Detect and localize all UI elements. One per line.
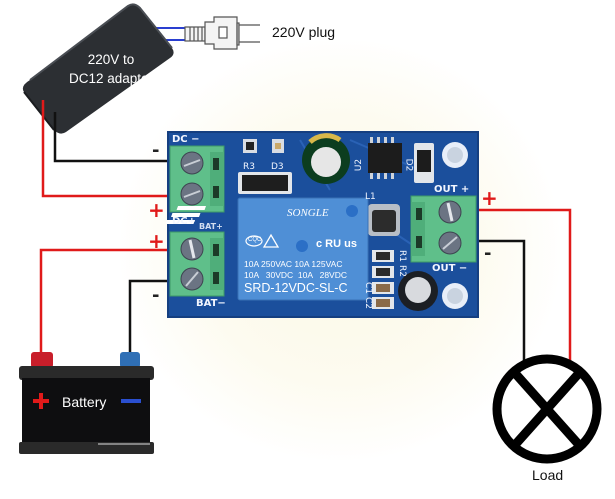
silk-c2: C2 [363,296,374,310]
silk-dc-plus: DC+ [172,216,197,227]
plug-label: 220V plug [272,24,336,40]
silk-r3: R3 [243,162,255,172]
relay-ul-mark: c RU us [316,238,357,250]
adapter-label-line1: 220V to [87,52,135,67]
silk-l1: L1 [365,192,376,202]
silk-c1: C1 [363,281,374,295]
dc-minus-sign: - [152,140,160,161]
adapter-positive-wire [41,100,170,198]
relay-brand: SONGLE [287,207,329,219]
adapter-icon [22,3,174,134]
silk-d2: D2 [403,158,414,172]
battery-icon [19,352,154,454]
silk-out-minus: OUT − [432,263,468,274]
plug-icon [184,16,260,50]
load-lamp-icon [492,354,602,464]
smd-components [238,137,434,309]
relay-cqc-mark: CQC [248,237,262,243]
silk-u2: U2 [354,158,365,172]
terminal-block-output[interactable] [410,195,477,263]
out-plus-sign: + [481,186,498,210]
terminal-block-battery[interactable] [169,231,225,297]
relay [165,197,369,301]
terminal-block-dc[interactable] [169,145,225,213]
silk-bat-plus: BAT+ [199,222,223,231]
dc-plus-sign: + [148,198,165,222]
output-negative-wire [476,239,526,362]
silk-dc-minus: DC − [172,134,200,145]
adapter-label: 220V to DC12 adapter [56,50,166,88]
bat-plus-sign: + [148,229,165,253]
mounting-hole-top [442,142,468,168]
mounting-hole-bottom [442,283,468,309]
battery-label: Battery [62,394,107,410]
relay-model: SRD-12VDC-SL-C [244,281,348,295]
capacitor-small [398,271,438,311]
bat-minus-sign: - [152,285,160,306]
silk-d3: D3 [271,162,284,172]
silk-bat-minus: BAT− [196,298,226,309]
silk-out-plus: OUT + [434,184,470,195]
adapter-negative-wire [53,112,170,163]
load-label: Load [532,467,564,483]
silk-r2: R2 [396,265,407,277]
silk-r1: R1 [396,250,407,262]
relay-rating-line2: 10A 30VDC 10A 28VDC [244,270,348,280]
capacitor-large [302,133,350,184]
out-minus-sign: - [484,243,492,264]
battery-positive-wire [39,248,170,352]
relay-rating-line1: 10A 250VAC 10A 125VAC [244,259,343,269]
battery-negative-wire [128,279,170,352]
adapter-label-line2: DC12 adapter [68,71,154,86]
output-positive-wire [476,208,572,362]
